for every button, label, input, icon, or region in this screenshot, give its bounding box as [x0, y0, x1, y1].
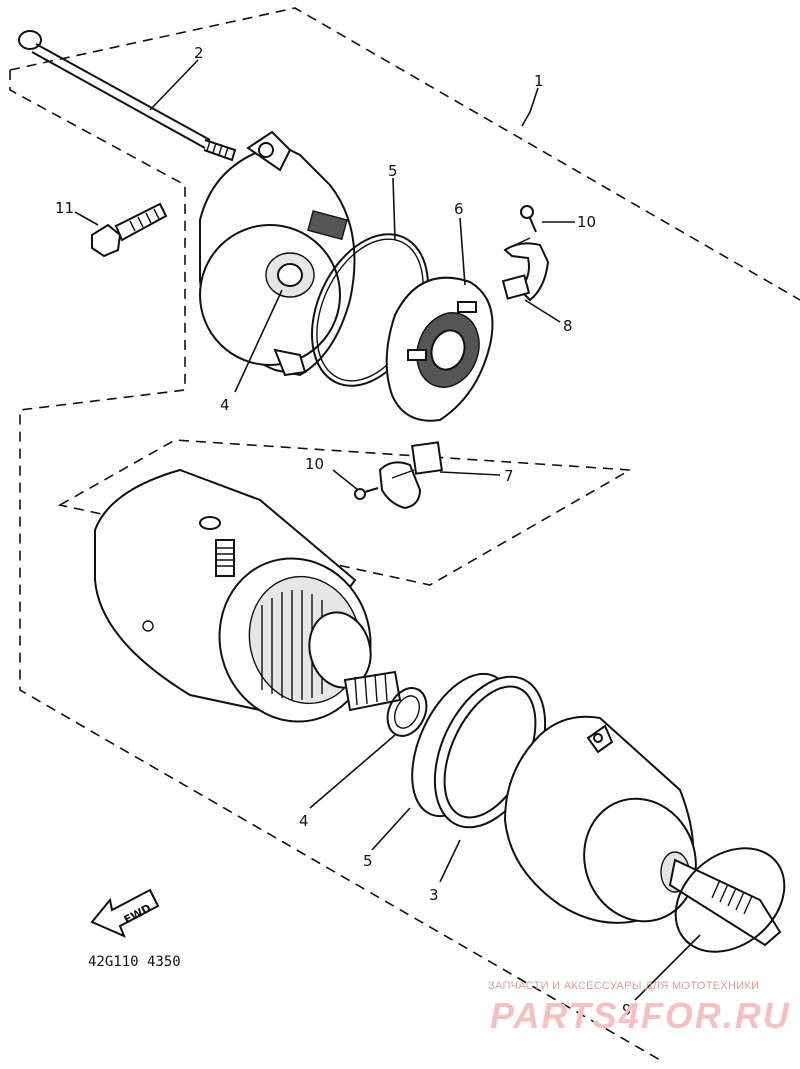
brush-holder-plate: [385, 276, 494, 422]
leader-6: [459, 217, 466, 286]
leader-3: [439, 839, 461, 883]
through-bolt: [18, 30, 237, 162]
bolt: [91, 202, 168, 258]
watermark-site: PARTS4FOR.RU: [490, 995, 791, 1036]
leader-9: [634, 934, 701, 1001]
diagram-code: 42G110 4350: [88, 954, 181, 970]
brush-upper: [501, 237, 550, 302]
leader-1: [521, 87, 539, 127]
callout-8: 8: [563, 317, 573, 335]
leader-2: [149, 59, 199, 111]
callout-9: 9: [622, 1001, 632, 1019]
fwd-arrow-icon: FWD: [90, 888, 160, 938]
callout-4-lower: 4: [299, 812, 309, 830]
callout-10-lower: 10: [305, 455, 324, 473]
brush-lower: [378, 441, 443, 510]
leader-7: [439, 471, 501, 476]
callout-11: 11: [55, 199, 74, 217]
leader-4a: [234, 289, 283, 393]
callout-4-upper: 4: [220, 396, 230, 414]
callout-1: 1: [534, 72, 544, 90]
leader-4b: [309, 734, 396, 809]
leader-11: [74, 211, 99, 226]
callout-5-lower: 5: [363, 852, 373, 870]
leader-5b: [371, 807, 411, 851]
callout-5-upper: 5: [388, 162, 398, 180]
callout-6: 6: [454, 200, 464, 218]
washer-lower-inner: [394, 695, 420, 729]
rear-cover: [199, 130, 356, 377]
assembly-boundary: [9, 7, 800, 1061]
screw-lower: [354, 487, 379, 500]
leader-5a: [392, 177, 396, 241]
leader-8: [524, 299, 561, 323]
front-cover: [503, 715, 782, 947]
watermark-tagline: ЗАПЧАСТИ И АКСЕССУАРЫ ДЛЯ МОТОТЕХНИКИ: [488, 980, 759, 992]
screw-upper: [520, 205, 537, 233]
leader-10b: [332, 469, 359, 491]
callout-2: 2: [194, 44, 204, 62]
callout-7: 7: [504, 467, 514, 485]
o-ring-front: [674, 847, 786, 953]
washer-lower: [386, 687, 428, 737]
motor-yoke: [94, 468, 402, 723]
callout-3: 3: [429, 886, 439, 904]
callout-10-upper: 10: [577, 213, 596, 231]
